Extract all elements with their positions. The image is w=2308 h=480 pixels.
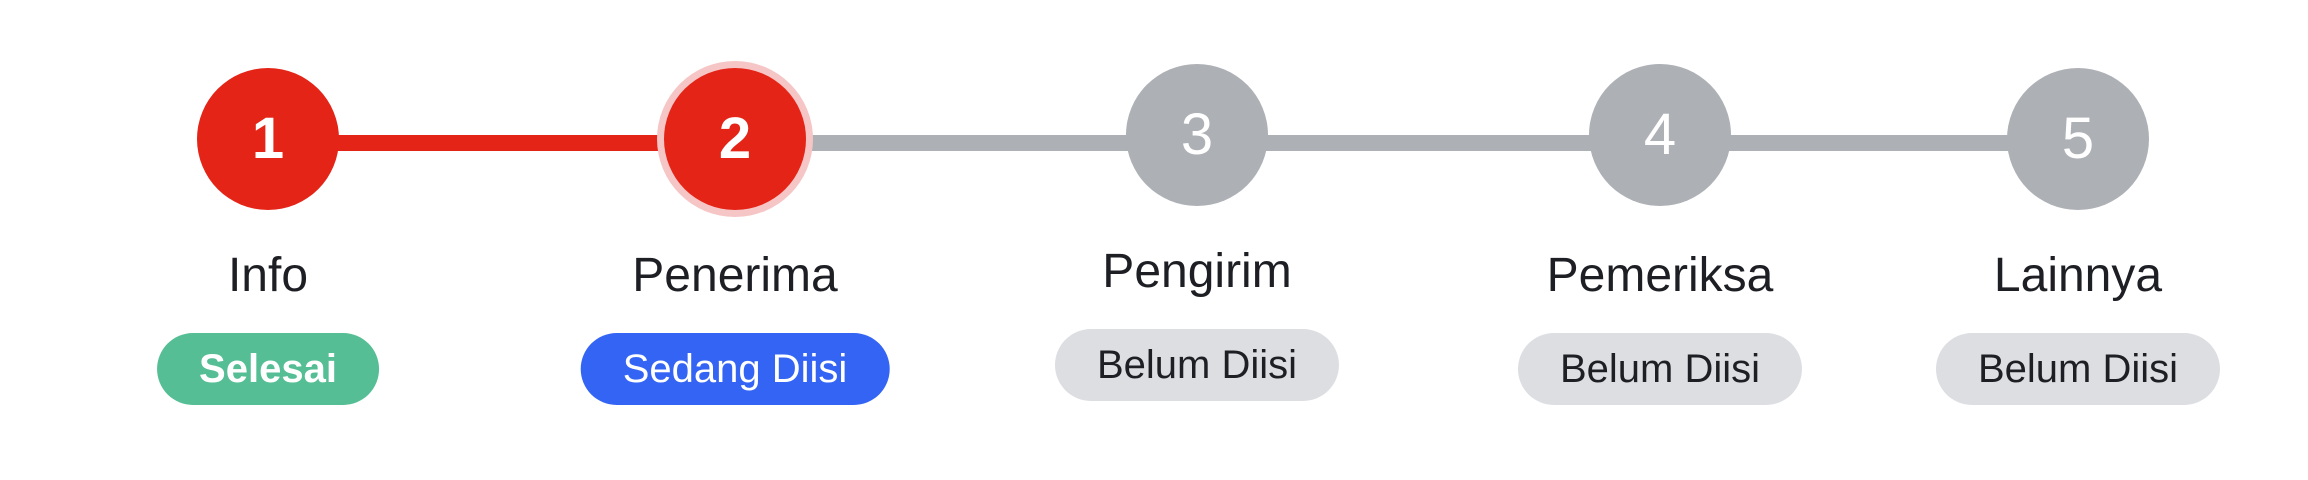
step-number-3: 3 (1126, 64, 1268, 206)
connector-3-4 (1200, 135, 1666, 151)
step-number-5: 5 (2007, 68, 2149, 210)
status-badge-info: Selesai (157, 333, 379, 405)
step-label-info: Info (227, 249, 309, 302)
step-info[interactable]: 1 Info Selesai (108, 0, 428, 480)
status-badge-pemeriksa: Belum Diisi (1517, 333, 1803, 405)
step-number-4: 4 (1589, 64, 1731, 206)
step-label-pengirim: Pengirim (1102, 245, 1292, 298)
step-number-2: 2 (664, 68, 806, 210)
step-pengirim[interactable]: 3 Pengirim Belum Diisi (1037, 0, 1357, 480)
step-pemeriksa[interactable]: 4 Pemeriksa Belum Diisi (1500, 0, 1820, 480)
connector-1-2 (270, 135, 740, 151)
status-badge-pengirim: Belum Diisi (1054, 329, 1340, 401)
step-label-penerima: Penerima (632, 249, 838, 302)
step-label-pemeriksa: Pemeriksa (1546, 249, 1774, 302)
step-label-lainnya: Lainnya (1993, 249, 2163, 302)
connector-2-3 (736, 135, 1204, 151)
status-badge-penerima: Sedang Diisi (580, 333, 890, 405)
connector-4-5 (1662, 135, 2082, 151)
step-penerima[interactable]: 2 Penerima Sedang Diisi (575, 0, 895, 480)
step-lainnya[interactable]: 5 Lainnya Belum Diisi (1918, 0, 2238, 480)
step-number-1: 1 (197, 68, 339, 210)
status-badge-lainnya: Belum Diisi (1935, 333, 2221, 405)
